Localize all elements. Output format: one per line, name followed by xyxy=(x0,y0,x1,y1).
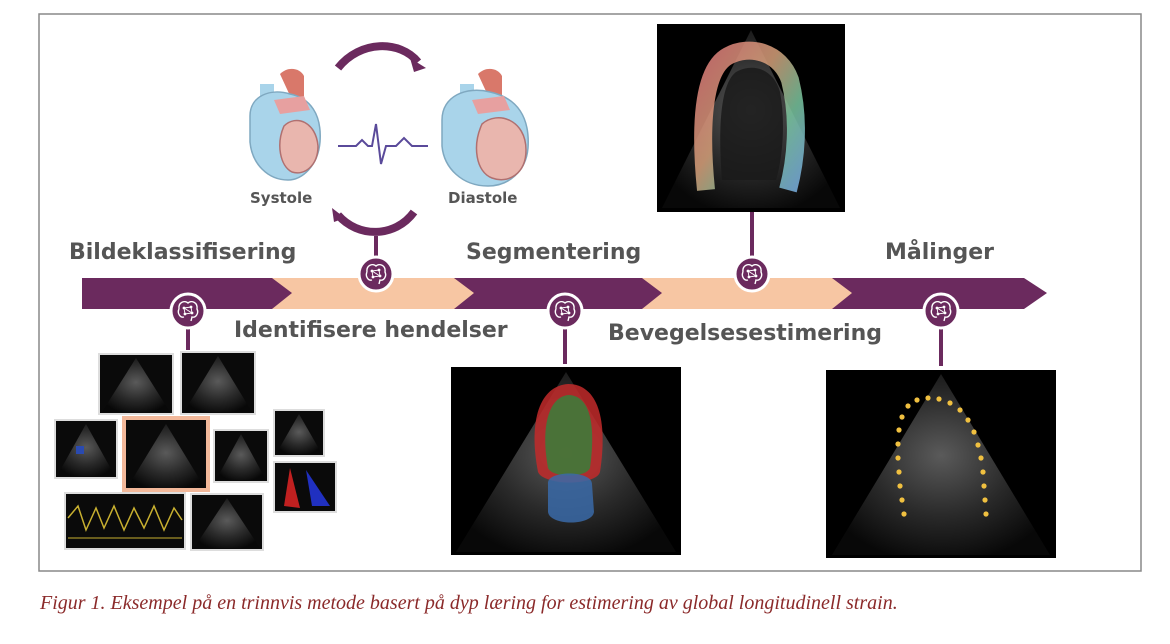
measurement-echo-image xyxy=(826,370,1056,558)
step-label-measurements: Målinger xyxy=(885,239,994,265)
segmentation-echo-image xyxy=(451,367,681,555)
step-label-motion-estimation: Bevegelsesestimering xyxy=(608,321,882,346)
diastole-label: Diastole xyxy=(448,189,517,207)
motion-estimation-echo-image xyxy=(657,24,845,212)
step-label-identify-events: Identifisere hendelser xyxy=(234,318,508,343)
step-label-image-classification: Bildeklassifisering xyxy=(69,240,296,265)
brain-network-icon xyxy=(546,292,584,330)
brain-network-icon xyxy=(733,255,771,293)
figure-caption: Figur 1. Eksempel på en trinnvis metode … xyxy=(40,592,898,614)
brain-network-icon xyxy=(922,292,960,330)
arrow-segment-2 xyxy=(272,278,482,309)
landmark-dots xyxy=(895,395,989,517)
cycle-arrow-icon xyxy=(334,42,422,71)
cardiac-cycle: Systole Diastole xyxy=(249,42,529,236)
arrow-segment-4 xyxy=(642,278,860,309)
ecg-waveform-icon xyxy=(338,123,428,165)
classification-image-collage xyxy=(54,351,337,551)
cycle-arrow-icon xyxy=(334,209,418,236)
heart-illustration xyxy=(441,68,529,187)
brain-network-icon xyxy=(357,255,395,293)
step-label-segmentation: Segmentering xyxy=(466,240,641,265)
systole-label: Systole xyxy=(250,189,312,207)
heart-illustration xyxy=(249,68,321,181)
brain-network-icon xyxy=(169,292,207,330)
